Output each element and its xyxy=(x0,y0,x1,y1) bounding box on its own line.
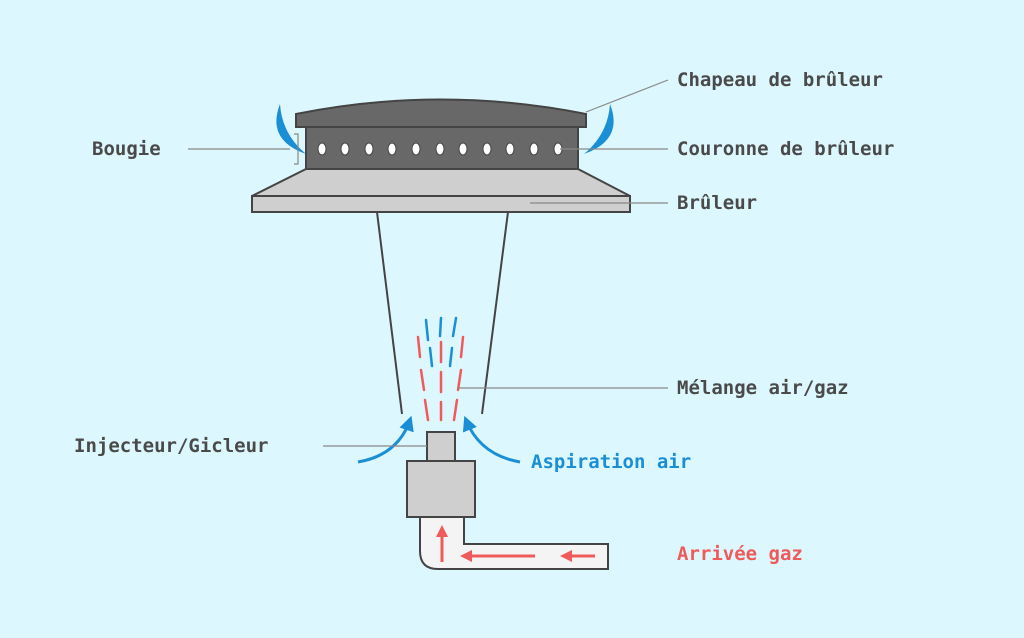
mix-dash-gas xyxy=(416,335,422,359)
gas-flow-arrows xyxy=(436,525,595,562)
flame-left xyxy=(276,104,306,154)
flame-right xyxy=(584,104,614,154)
gas-arrow-head xyxy=(460,550,472,562)
leader-cap xyxy=(585,79,669,113)
label-air-intake: Aspiration air xyxy=(531,451,691,473)
mix-dash-air xyxy=(438,316,443,338)
label-gas-inlet: Arrivée gaz xyxy=(677,543,803,565)
label-burner: Brûleur xyxy=(677,192,757,214)
gas-arrow-head xyxy=(436,525,448,537)
air-gas-mix xyxy=(416,316,465,422)
venturi-right xyxy=(481,211,509,415)
venturi-left xyxy=(376,211,403,415)
label-injector: Injecteur/Gicleur xyxy=(74,435,268,457)
mix-dash-gas xyxy=(456,368,463,392)
label-air-gas-mix: Mélange air/gaz xyxy=(677,377,849,399)
crown-hole xyxy=(482,142,492,156)
burner-cap xyxy=(295,98,587,128)
mix-dash-gas xyxy=(452,398,459,422)
crown-hole xyxy=(387,142,397,156)
injector-nozzle xyxy=(426,431,456,462)
gas-arrow-head xyxy=(560,550,572,562)
label-burner-cap: Chapeau de brûleur xyxy=(677,69,883,91)
crown-hole xyxy=(458,142,468,156)
crown-hole xyxy=(435,142,445,156)
mix-dash-air xyxy=(451,316,458,338)
label-spark-plug: Bougie xyxy=(92,138,161,160)
crown-holes xyxy=(317,142,563,156)
crown-hole xyxy=(411,142,421,156)
gas-pipe xyxy=(419,516,609,570)
air-arrow-left xyxy=(357,415,414,464)
burner-body xyxy=(251,168,631,197)
crown-hole xyxy=(317,142,327,156)
spark-bracket xyxy=(294,133,299,165)
burner-base xyxy=(251,195,631,213)
crown-hole xyxy=(340,142,350,156)
crown-hole xyxy=(529,142,539,156)
air-arrow-right xyxy=(462,415,521,464)
injector-body xyxy=(406,460,476,518)
mix-dash-gas xyxy=(423,398,430,422)
crown-hole xyxy=(364,142,374,156)
mix-dash-gas xyxy=(459,335,465,359)
mix-dash-gas xyxy=(419,368,426,392)
mix-dash-air xyxy=(424,318,430,342)
label-burner-crown: Couronne de brûleur xyxy=(677,138,894,160)
mix-dash-air xyxy=(448,346,454,368)
crown-hole xyxy=(505,142,515,156)
leader-lines xyxy=(188,79,669,447)
mix-dash-air xyxy=(428,346,434,368)
